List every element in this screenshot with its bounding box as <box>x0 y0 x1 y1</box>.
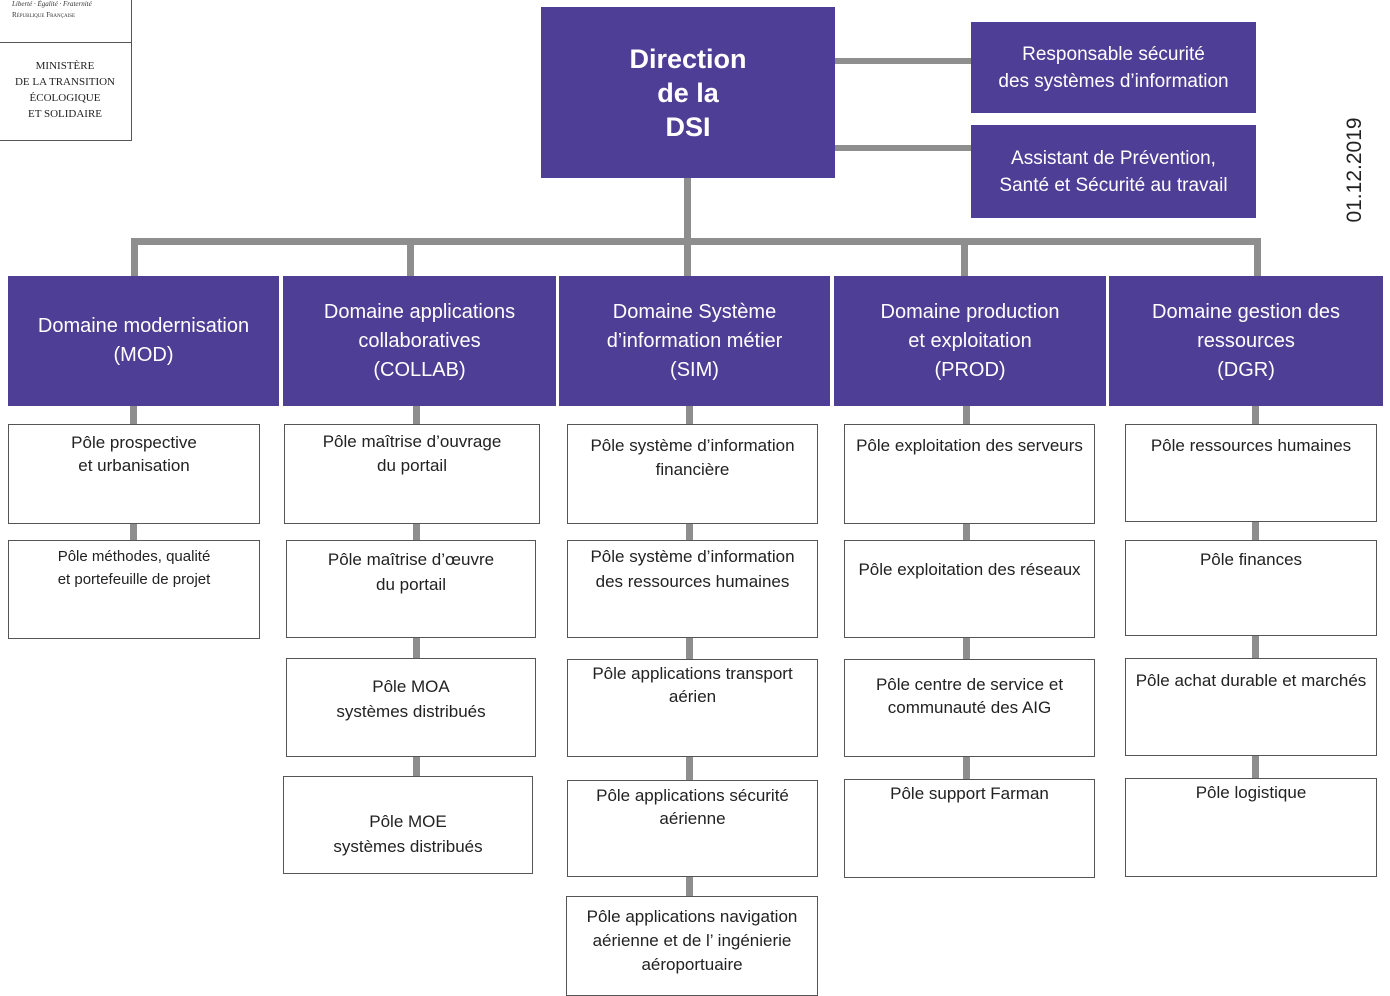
pole-box: Pôle achat durable et marchés <box>1125 658 1377 756</box>
connector-collab-0 <box>413 405 420 425</box>
pole-box: Pôle exploitation des réseaux <box>844 540 1095 638</box>
connector-to-dgr <box>1254 238 1261 276</box>
connector-prod-2 <box>963 637 970 659</box>
domain-prod-box: Domaine production et exploitation (PROD… <box>834 276 1106 406</box>
direction-dsi-box: Direction de la DSI <box>541 7 835 178</box>
connector-sim-0 <box>686 405 693 425</box>
pole-box: Pôle applications navigation aérienne et… <box>566 896 818 996</box>
logo-ministry-name: MINISTÈRE DE LA TRANSITION ÉCOLOGIQUE ET… <box>14 60 115 120</box>
pole-box: Pôle applications sécurité aérienne <box>567 780 818 877</box>
connector-prod-3 <box>963 756 970 779</box>
pole-box: Pôle système d’information des ressource… <box>567 540 818 638</box>
assistant-prevention-box: Assistant de Prévention, Santé et Sécuri… <box>971 125 1256 218</box>
domain-collab-box: Domaine applications collaboratives (COL… <box>283 276 556 406</box>
pole-box: Pôle logistique <box>1125 778 1377 877</box>
pole-box: Pôle maîtrise d’ouvrage du portail <box>284 424 540 524</box>
pole-box: Pôle maîtrise d’œuvre du portail <box>286 540 536 638</box>
connector-to-prod <box>961 238 968 276</box>
connector-dgr-0 <box>1252 405 1259 425</box>
connector-dgr-3 <box>1252 756 1259 778</box>
pole-box: Pôle exploitation des serveurs <box>844 424 1095 524</box>
pole-box: Pôle support Farman <box>844 779 1095 878</box>
pole-box: Pôle MOE systèmes distribués <box>283 776 533 874</box>
connector-sim-3 <box>686 757 693 780</box>
connector-to-rssi <box>835 58 973 64</box>
connector-prod-0 <box>963 405 970 425</box>
connector-mod-1 <box>130 523 137 540</box>
connector-collab-3 <box>413 756 420 776</box>
domain-dgr-box: Domaine gestion des ressources (DGR) <box>1109 276 1383 406</box>
connector-collab-2 <box>413 637 420 658</box>
connector-horizontal-bus <box>131 238 1261 245</box>
pole-box: Pôle système d’information financière <box>567 424 818 524</box>
pole-box: Pôle applications transport aérien <box>567 659 818 757</box>
pole-box: Pôle ressources humaines <box>1125 424 1377 522</box>
connector-to-assistant <box>835 145 973 151</box>
domain-mod-box: Domaine modernisation (MOD) <box>8 276 279 406</box>
domain-sim-box: Domaine Système d’information métier (SI… <box>559 276 830 406</box>
date-label: 01.12.2019 <box>1343 117 1366 223</box>
pole-box: Pôle prospective et urbanisation <box>8 424 260 524</box>
connector-to-sim <box>684 238 691 276</box>
pole-box: Pôle finances <box>1125 540 1377 636</box>
pole-box: Pôle centre de service et communauté des… <box>844 659 1095 757</box>
logo-republic: République Française <box>12 11 76 19</box>
connector-dgr-1 <box>1252 521 1259 540</box>
connector-to-mod <box>131 238 138 276</box>
connector-prod-1 <box>963 523 970 541</box>
pole-box: Pôle méthodes, qualité et portefeuille d… <box>8 540 260 639</box>
connector-collab-1 <box>413 523 420 541</box>
connector-sim-2 <box>686 637 693 659</box>
connector-dgr-2 <box>1252 635 1259 658</box>
connector-to-collab <box>407 238 414 276</box>
connector-direction-down <box>684 178 691 242</box>
logo-divider <box>0 42 132 43</box>
logo-motto: Liberté · Égalité · Fraternité <box>12 0 92 8</box>
pole-box: Pôle MOA systèmes distribués <box>286 658 536 757</box>
ministry-logo: Liberté · Égalité · Fraternité Républiqu… <box>0 0 132 141</box>
rssi-box: Responsable sécurité des systèmes d’info… <box>971 22 1256 113</box>
connector-sim-1 <box>686 523 693 541</box>
connector-mod-0 <box>130 405 137 425</box>
connector-sim-4 <box>686 876 693 897</box>
